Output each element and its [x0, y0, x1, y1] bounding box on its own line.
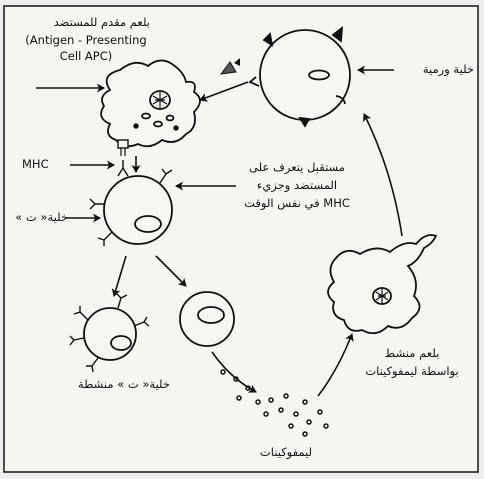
apc-english-label-line1: (Antigen - Presenting [6, 33, 166, 47]
activated-macrophage-label-line1: بلعم منشط [354, 346, 470, 360]
receptor-label-line1: مستقبل يتعرف على [232, 160, 362, 174]
tumor-cell-label: خلية ورمية [392, 62, 474, 76]
receptor-label-line2: المستضد وجزيء [232, 178, 362, 192]
mhc-label: MHC [22, 157, 68, 171]
activated-t-cell-label: خلية« ت » منشطة [74, 377, 174, 391]
receptor-label-line3: MHC في نفس الوقت [232, 196, 362, 210]
t-cell-clone [180, 292, 234, 346]
apc-arabic-label: بلعم مقدم للمستضد [20, 15, 150, 29]
t-cell-label: خلية« ت » [8, 210, 68, 224]
lymphokines-label: ليمفوكينات [236, 445, 336, 459]
activated-macrophage-label-line2: بواسطة ليمفوكينات [354, 364, 470, 378]
apc-english-label-line2: Cell APC) [6, 49, 166, 63]
